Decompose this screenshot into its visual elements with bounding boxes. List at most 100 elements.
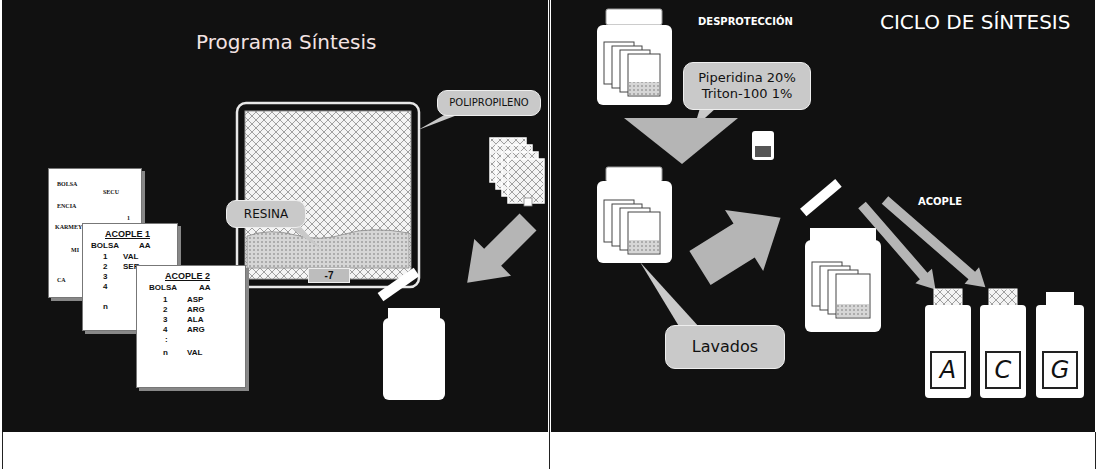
reagent-bottle — [980, 305, 1026, 398]
slide-title: CICLO DE SÍNTESIS — [880, 10, 1070, 34]
node-text: RESINA — [244, 207, 288, 221]
resin-bag — [237, 103, 419, 287]
stacked-bags — [508, 159, 544, 203]
flow-arrow — [681, 187, 800, 298]
node-text: ARG — [187, 305, 205, 314]
node-text: ARG — [187, 325, 205, 334]
deprotection-jar — [628, 54, 660, 96]
node-text: BOLSA — [91, 241, 119, 250]
callout-box: RESINA — [226, 200, 306, 228]
slide-background — [2, 432, 3, 469]
step-label: DESPROTECCIÓN — [698, 16, 793, 27]
node-text: CA — [57, 277, 66, 283]
coupling-jar — [837, 304, 869, 317]
flow-arrow — [681, 187, 800, 298]
node-text: ENCIA — [57, 203, 76, 209]
callout-tail — [288, 226, 322, 250]
reagent-bottle — [934, 289, 962, 306]
node-text: C — [995, 356, 1012, 385]
reagent-bottle — [989, 289, 1017, 306]
node-text: ASP — [187, 295, 203, 304]
callout-tail — [288, 108, 716, 328]
wash-jar — [597, 181, 672, 263]
slide-title: Programa Síntesis — [196, 30, 376, 54]
wash-jar — [606, 167, 662, 182]
coupling-jar — [836, 274, 870, 318]
node-text: POLIPROPILENO — [449, 97, 529, 109]
deprotection-jar — [606, 9, 662, 25]
node-text: VAL — [123, 252, 138, 261]
callout-box: Piperidina 20%Triton-100 1% — [683, 62, 811, 110]
node-text: BOLSA — [149, 283, 177, 292]
resin-bag — [237, 103, 419, 287]
callout-tail — [418, 114, 460, 130]
node-text: Triton-100 1% — [702, 86, 793, 102]
wash-jar — [629, 240, 659, 253]
reagent-bottle — [925, 289, 1084, 398]
callout-box: POLIPROPILENO — [437, 90, 541, 116]
slide-background — [551, 0, 1095, 432]
node-text: G — [1051, 356, 1070, 385]
resin-bag — [247, 230, 409, 268]
reaction-jar — [378, 268, 445, 400]
coupling-jar — [800, 179, 842, 216]
node-text: AA — [139, 241, 151, 250]
node-text: n — [163, 348, 168, 357]
wash-jar — [597, 167, 672, 263]
deprotection-jar — [597, 25, 672, 105]
node-text: 3 — [103, 272, 107, 281]
coupling-card: ACOPLE 2BOLSAAA1ASP2ARG3ALA4ARG:nVAL — [136, 265, 246, 388]
node-text: -7 — [325, 270, 334, 282]
reaction-jar — [383, 318, 445, 400]
node-text: Lavados — [692, 337, 758, 356]
resin-bag — [245, 111, 411, 279]
node-text: 2 — [163, 305, 167, 314]
bag-tag: -7 — [308, 268, 350, 283]
reagent-bottle — [925, 305, 971, 398]
callout-tail — [640, 262, 700, 328]
coupling-jar — [805, 240, 881, 332]
reagent-vial — [755, 146, 771, 157]
deprotection-jar — [597, 9, 672, 105]
node-text: 4 — [163, 325, 167, 334]
node-text: SECU — [103, 189, 119, 195]
reagent-bottle — [1036, 305, 1084, 398]
node-text: Piperidina 20% — [698, 70, 795, 86]
reagent-vial — [752, 131, 774, 160]
bottle-label: A — [930, 351, 966, 389]
addition-arrow — [878, 192, 993, 296]
node-text: AA — [199, 283, 211, 292]
slide-background — [1095, 432, 1096, 469]
flow-arrow — [449, 204, 547, 302]
node-text: 3 — [163, 315, 167, 324]
coupling-jar — [810, 228, 876, 242]
reaction-jar — [378, 268, 420, 301]
node-text: ACOPLE 2 — [165, 271, 210, 281]
node-text: n — [103, 302, 108, 311]
node-text: BOLSA — [57, 181, 77, 187]
slide-background — [2, 0, 548, 432]
node-text: 4 — [103, 282, 107, 291]
reagent-bottle — [1046, 292, 1074, 306]
coupling-jar — [800, 179, 881, 332]
node-text: A — [940, 356, 956, 385]
node-text: : — [165, 335, 168, 344]
deprotection-jar — [629, 82, 659, 95]
bottle-label: C — [985, 351, 1021, 389]
stacked-bags — [524, 198, 532, 206]
reagent-vial — [752, 131, 774, 160]
stacked-bags — [490, 138, 544, 206]
flow-arrow — [449, 204, 547, 302]
node-text: 1 — [163, 295, 167, 304]
node-text: ALA — [187, 315, 203, 324]
flow-arrow — [624, 118, 738, 164]
bottle-label: G — [1042, 351, 1078, 389]
node-text: ACOPLE 1 — [105, 229, 150, 239]
callout-box: Lavados — [665, 325, 785, 369]
slide-background — [549, 0, 550, 469]
addition-arrow — [878, 192, 993, 296]
node-text: 2 — [103, 262, 107, 271]
wash-jar — [628, 212, 660, 254]
